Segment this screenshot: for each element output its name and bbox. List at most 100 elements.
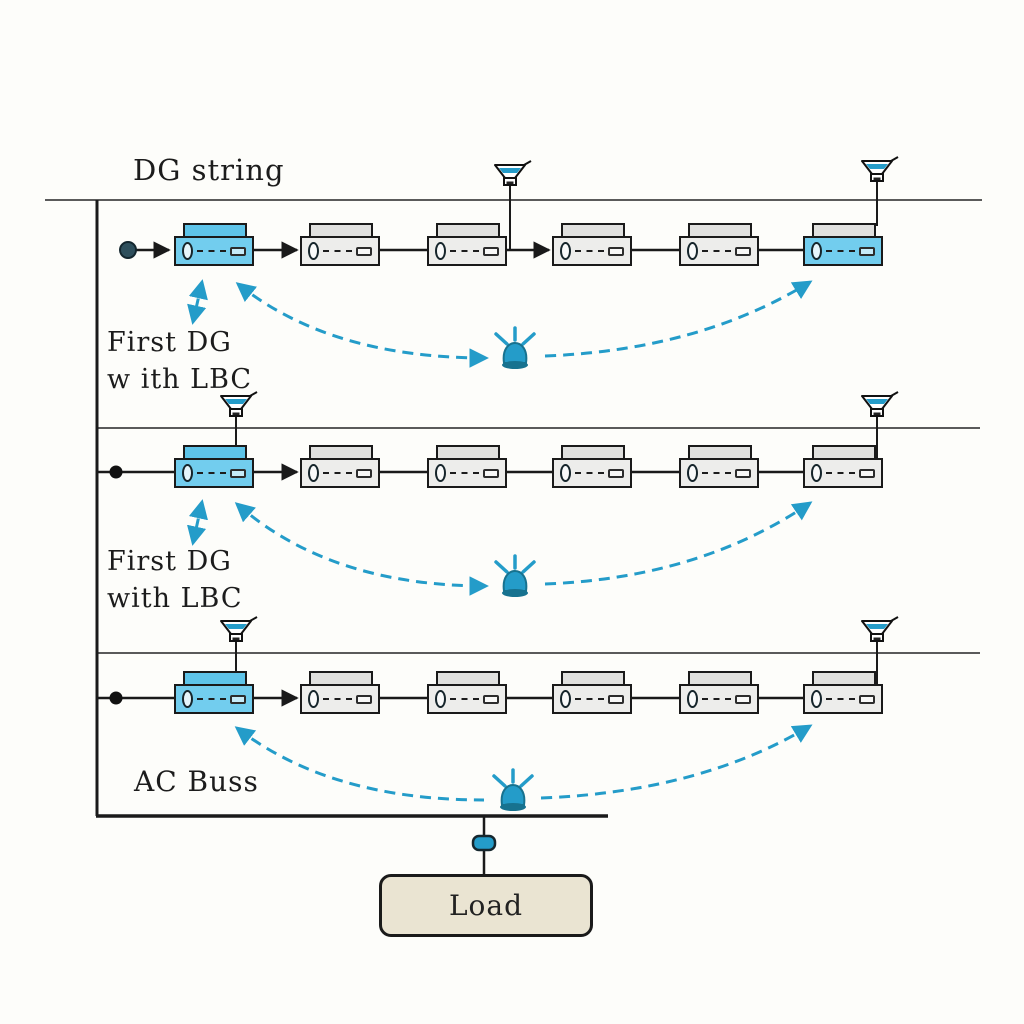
shaft-line xyxy=(826,250,855,252)
cylinder-icon xyxy=(435,464,446,482)
cylinder-icon xyxy=(687,690,698,708)
cylinder-icon xyxy=(560,242,571,260)
radio-beacon-icon xyxy=(494,326,536,371)
dg-unit-r1-1 xyxy=(174,223,254,266)
nameplate xyxy=(608,468,624,478)
cylinder-icon xyxy=(687,242,698,260)
funnel-antenna-icon xyxy=(861,156,899,182)
cylinder-icon xyxy=(560,464,571,482)
dg-unit-r3-6 xyxy=(803,671,883,714)
nameplate xyxy=(859,694,875,704)
shaft-line xyxy=(197,472,226,474)
load-label: Load xyxy=(448,889,524,922)
shaft-line xyxy=(826,698,855,700)
cylinder-icon xyxy=(811,690,822,708)
nameplate xyxy=(608,246,624,256)
dg-unit-front xyxy=(300,236,380,266)
dg-unit-front xyxy=(552,458,632,488)
cylinder-icon xyxy=(435,690,446,708)
nameplate xyxy=(608,694,624,704)
cylinder-icon xyxy=(308,690,319,708)
funnel-antenna-icon xyxy=(494,160,532,186)
dg-unit-front xyxy=(174,236,254,266)
dg-unit-r2-3 xyxy=(427,445,507,488)
cylinder-icon xyxy=(308,464,319,482)
dg-unit-r2-1 xyxy=(174,445,254,488)
cylinder-icon xyxy=(811,464,822,482)
string3-source-dot xyxy=(109,691,123,705)
radio-beacon-icon xyxy=(494,554,536,599)
nameplate xyxy=(356,468,372,478)
cylinder-icon xyxy=(182,242,193,260)
dg-unit-r1-5 xyxy=(679,223,759,266)
dg-unit-r3-4 xyxy=(552,671,632,714)
nameplate xyxy=(230,246,246,256)
dg-unit-front xyxy=(679,684,759,714)
nameplate xyxy=(230,468,246,478)
dg-unit-front xyxy=(300,684,380,714)
dg-unit-r1-6 xyxy=(803,223,883,266)
shaft-line xyxy=(450,250,479,252)
nameplate xyxy=(735,694,751,704)
nameplate xyxy=(356,694,372,704)
nameplate xyxy=(230,694,246,704)
dg-unit-front xyxy=(427,236,507,266)
shaft-line xyxy=(323,698,352,700)
radio-beacon-icon xyxy=(492,768,534,813)
shaft-line xyxy=(575,472,604,474)
dg-unit-front xyxy=(174,458,254,488)
dg-unit-r2-5 xyxy=(679,445,759,488)
dg-unit-r1-3 xyxy=(427,223,507,266)
dg-unit-front xyxy=(300,458,380,488)
dg-unit-r3-2 xyxy=(300,671,380,714)
dg-unit-front xyxy=(174,684,254,714)
cylinder-icon xyxy=(182,690,193,708)
cylinder-icon xyxy=(308,242,319,260)
string2-source-dot xyxy=(109,465,123,479)
nameplate xyxy=(483,468,499,478)
cylinder-icon xyxy=(560,690,571,708)
nameplate xyxy=(356,246,372,256)
dg-unit-front xyxy=(552,236,632,266)
cylinder-icon xyxy=(435,242,446,260)
nameplate xyxy=(483,246,499,256)
dg-unit-r3-3 xyxy=(427,671,507,714)
cylinder-icon xyxy=(687,464,698,482)
first-dg-lbc-label-1: First DG w ith LBC xyxy=(107,324,252,398)
dg-unit-r1-2 xyxy=(300,223,380,266)
string1-source-dot xyxy=(119,241,137,259)
first-dg-lbc-label-2-line1: First DG xyxy=(107,546,232,577)
shaft-line xyxy=(197,698,226,700)
dg-unit-r1-4 xyxy=(552,223,632,266)
first-dg-lbc-label-2: First DG with LBC xyxy=(107,543,243,617)
dg-unit-r3-1 xyxy=(174,671,254,714)
shaft-line xyxy=(702,472,731,474)
cylinder-icon xyxy=(811,242,822,260)
nameplate xyxy=(859,246,875,256)
dg-unit-front xyxy=(427,684,507,714)
cylinder-icon xyxy=(182,464,193,482)
nameplate xyxy=(483,694,499,704)
nameplate xyxy=(735,468,751,478)
funnel-antenna-icon xyxy=(220,616,258,642)
load-box: Load xyxy=(379,874,593,937)
first-dg-lbc-label-2-line2: with LBC xyxy=(107,583,243,614)
label-pointer-arrows xyxy=(187,279,208,546)
shaft-line xyxy=(323,472,352,474)
shaft-line xyxy=(702,698,731,700)
funnel-antenna-icon xyxy=(861,616,899,642)
nameplate xyxy=(735,246,751,256)
shaft-line xyxy=(323,250,352,252)
dg-unit-r2-6 xyxy=(803,445,883,488)
shaft-line xyxy=(197,250,226,252)
dg-unit-front xyxy=(427,458,507,488)
dg-unit-r3-5 xyxy=(679,671,759,714)
funnel-antenna-icon xyxy=(861,391,899,417)
dg-unit-front xyxy=(803,684,883,714)
lbc-comm-arcs xyxy=(234,280,813,802)
dg-unit-front xyxy=(679,458,759,488)
shaft-line xyxy=(450,698,479,700)
nameplate xyxy=(859,468,875,478)
